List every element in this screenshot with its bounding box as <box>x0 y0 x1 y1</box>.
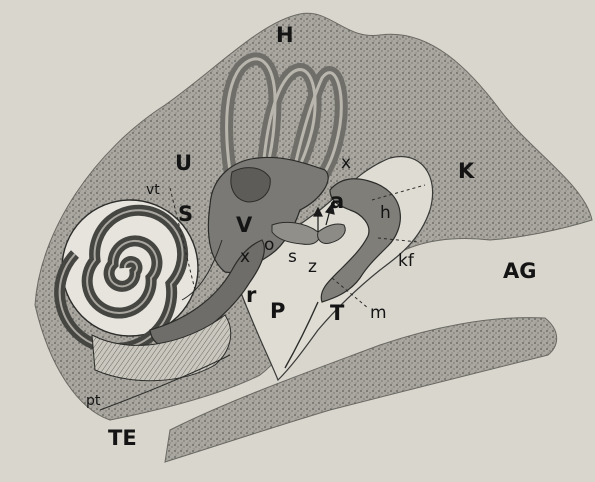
label-T: T <box>330 301 345 325</box>
label-m: m <box>370 303 387 323</box>
label-vt: vt <box>146 182 160 198</box>
label-x-lower: x <box>240 247 250 267</box>
label-h: h <box>380 203 391 223</box>
label-H: H <box>276 23 294 47</box>
label-U: U <box>175 151 192 175</box>
label-S: S <box>178 202 193 226</box>
label-P: P <box>270 299 285 323</box>
label-V: V <box>236 213 253 237</box>
label-s: s <box>288 247 297 267</box>
label-a: a <box>330 189 344 213</box>
label-AG: AG <box>503 259 537 283</box>
label-r: r <box>246 283 257 307</box>
label-z: z <box>308 257 317 277</box>
label-pt: pt <box>86 393 101 409</box>
label-kf: kf <box>398 251 415 271</box>
label-o: o <box>264 235 274 255</box>
label-K: K <box>458 159 475 183</box>
label-x-upper: x <box>341 153 351 173</box>
label-TE: TE <box>108 426 137 450</box>
